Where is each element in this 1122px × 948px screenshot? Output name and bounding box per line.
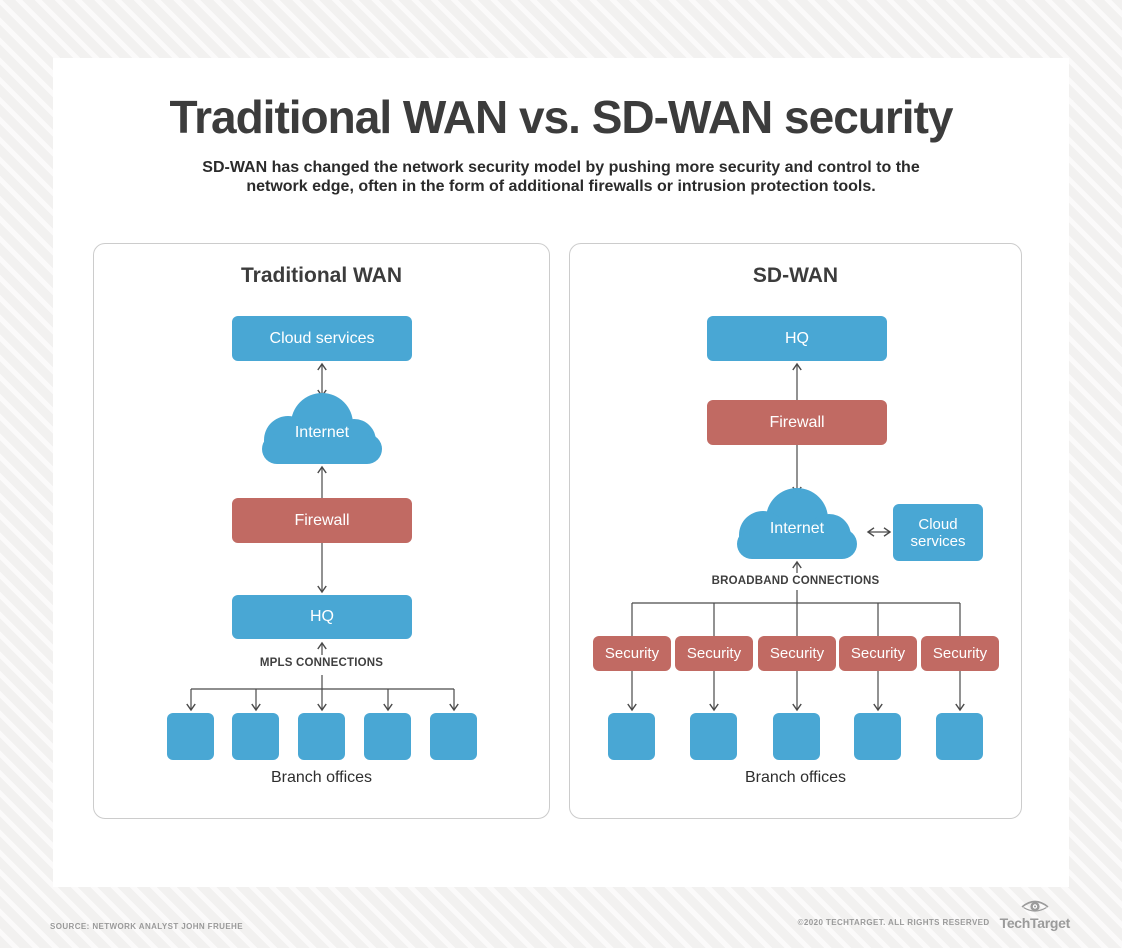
branch-office-square	[690, 713, 737, 760]
branch-office-square	[298, 713, 345, 760]
branch-offices-label: Branch offices	[270, 769, 373, 786]
node-internet-label: Internet	[769, 520, 825, 537]
subtitle-line-1: SD-WAN has changed the network security …	[202, 159, 920, 176]
sd-wan-title: SD-WAN	[752, 264, 839, 287]
branch-office-square	[167, 713, 214, 760]
node-internet-label: Internet	[294, 424, 350, 441]
branch-office-square	[608, 713, 655, 760]
branch-office-square	[430, 713, 477, 760]
branch-office-square	[936, 713, 983, 760]
node-hq: HQ	[707, 316, 887, 361]
footer-right-group: ©2020 TECHTARGET. ALL RIGHTS RESERVED Te…	[798, 898, 1070, 931]
page-subtitle: SD-WAN has changed the network security …	[53, 158, 1069, 196]
node-security: Security	[839, 636, 917, 671]
infographic-card: Traditional WAN vs. SD-WAN security SD-W…	[53, 58, 1069, 887]
branch-office-square	[364, 713, 411, 760]
branch-office-square	[773, 713, 820, 760]
branch-office-square	[232, 713, 279, 760]
branch-offices-label: Branch offices	[744, 769, 847, 786]
eye-icon	[1021, 900, 1049, 912]
node-hq: HQ	[232, 595, 412, 639]
techtarget-wordmark: TechTarget	[999, 915, 1071, 931]
subtitle-line-2: network edge, often in the form of addit…	[246, 178, 876, 195]
branch-office-square	[854, 713, 901, 760]
panel-traditional-wan: Traditional WAN Cloud services Internet …	[93, 243, 550, 819]
node-firewall: Firewall	[232, 498, 412, 543]
page-title: Traditional WAN vs. SD-WAN security	[169, 91, 954, 143]
node-firewall: Firewall	[707, 400, 887, 445]
node-security: Security	[758, 636, 836, 671]
node-cloud-services: Cloud services	[232, 316, 412, 361]
broadband-connections-label: BROADBAND CONNECTIONS	[711, 575, 880, 587]
node-security: Security	[675, 636, 753, 671]
node-security: Security	[593, 636, 671, 671]
mpls-connections-label: MPLS CONNECTIONS	[259, 657, 384, 669]
node-cloud-services: Cloud services	[893, 504, 983, 561]
traditional-wan-title: Traditional WAN	[240, 264, 402, 287]
node-security: Security	[921, 636, 999, 671]
source-credit: SOURCE: NETWORK ANALYST JOHN FRUEHE	[50, 922, 243, 931]
techtarget-logo: TechTarget	[1000, 898, 1070, 931]
copyright-text: ©2020 TECHTARGET. ALL RIGHTS RESERVED	[797, 918, 990, 927]
panel-sd-wan: SD-WAN HQ Firewall Internet Cloud servic…	[569, 243, 1022, 819]
